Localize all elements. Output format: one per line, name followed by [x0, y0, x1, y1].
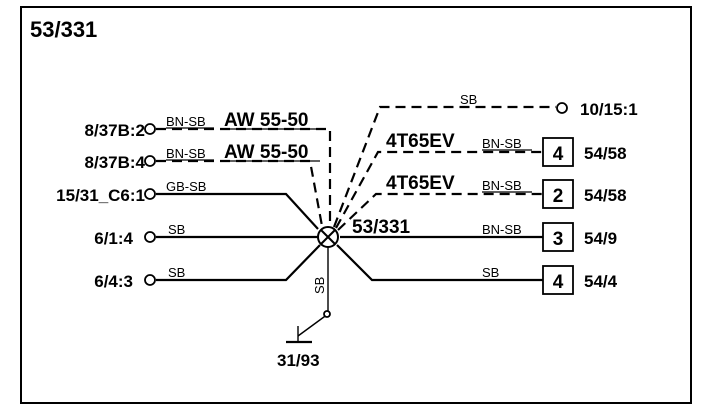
diagram-frame [20, 6, 692, 404]
right-wire-1 [332, 105, 556, 228]
right-connector-label: 10/15:1 [580, 100, 638, 119]
right-wire-color: BN-SB [482, 136, 522, 151]
left-wire-3 [156, 192, 319, 230]
right-wire-color: SB [460, 92, 477, 107]
left-connector-dot [144, 231, 156, 243]
left-connector-label: 15/31_C6:1 [56, 186, 145, 205]
connector-box-pin: 2 [553, 186, 564, 207]
connector-box [542, 265, 574, 295]
left-wire-color: GB-SB [166, 179, 206, 194]
splice-node-label: 53/331 [352, 217, 411, 238]
right-wire-color: BN-SB [482, 178, 522, 193]
right-wire-color: SB [482, 265, 499, 280]
left-wire-5 [156, 244, 321, 282]
splice-node-icon [317, 226, 339, 248]
ground-switch-dot [323, 310, 331, 318]
left-connector-dot [144, 155, 156, 167]
right-connector-label: 54/9 [584, 229, 617, 248]
connector-box [542, 137, 574, 167]
right-wire-2 [335, 150, 543, 229]
connector-box [542, 179, 574, 209]
connector-box [542, 222, 574, 252]
left-wire-color: BN-SB [166, 114, 206, 129]
right-wire-5 [336, 244, 543, 282]
right-wire-annotation: 4T65EV [386, 131, 455, 152]
ground-wire-label: SB [312, 277, 327, 294]
left-wire-annotation: AW 55-50 [224, 110, 308, 131]
left-connector-label: 6/1:4 [94, 229, 133, 248]
connector-box-pin: 4 [553, 272, 564, 293]
right-wire-color: BN-SB [482, 222, 522, 237]
right-connector-label: 54/58 [584, 186, 627, 205]
right-wire-3 [337, 192, 543, 231]
left-wire-1 [156, 127, 332, 226]
right-connector-dot [556, 102, 568, 114]
left-wire-color: SB [168, 222, 185, 237]
ground-wire [286, 246, 329, 344]
connector-box-pin: 3 [553, 229, 564, 250]
left-connector-dot [144, 188, 156, 200]
left-connector-dot [144, 123, 156, 135]
left-wire-color: BN-SB [166, 146, 206, 161]
right-connector-label: 54/4 [584, 272, 618, 291]
left-wire-annotation: AW 55-50 [224, 142, 308, 163]
diagram-title: 53/331 [30, 17, 97, 42]
right-connector-label: 54/58 [584, 144, 627, 163]
connector-box-pin: 4 [553, 144, 564, 165]
left-wire-color: SB [168, 265, 185, 280]
left-connector-label: 6/4:3 [94, 272, 133, 291]
ground-label: 31/93 [277, 351, 320, 370]
left-connector-label: 8/37B:2 [85, 121, 145, 140]
left-connector-label: 8/37B:4 [85, 153, 146, 172]
left-connector-dot [144, 274, 156, 286]
right-wire-annotation: 4T65EV [386, 173, 455, 194]
